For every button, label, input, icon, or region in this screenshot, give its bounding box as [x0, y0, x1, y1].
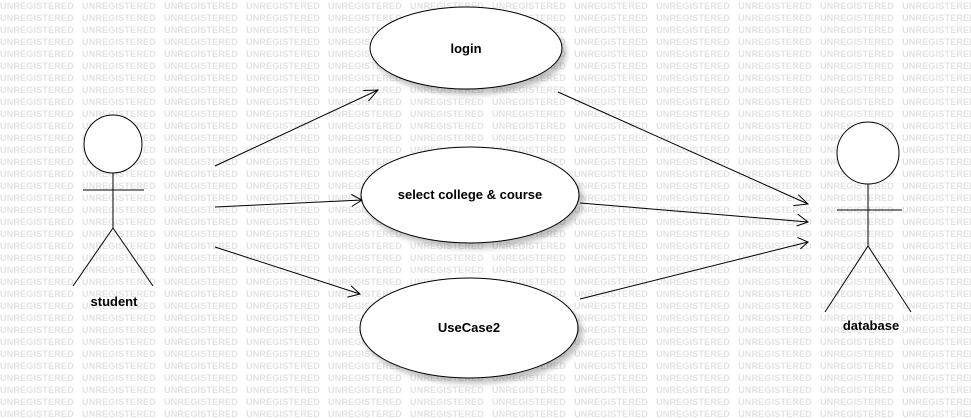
arrow-student-to-usecase2[interactable] [214, 246, 362, 298]
student-right-leg [112, 227, 154, 287]
arrow-login-to-database[interactable] [557, 91, 810, 207]
login-ellipse [369, 6, 563, 90]
select-college-label: select college & course [398, 187, 543, 202]
associations [214, 89, 810, 300]
database-left-leg [824, 245, 869, 313]
arrow-select-college-to-database[interactable] [579, 202, 810, 227]
student-label: student [91, 294, 139, 309]
arrow-usecase2-to-database[interactable] [579, 236, 809, 300]
database-head [836, 121, 900, 185]
database-label: database [843, 318, 899, 333]
student-left-leg [72, 227, 114, 287]
student-actor[interactable]: student [72, 114, 154, 309]
use-case-usecase2[interactable]: UseCase2 [359, 277, 579, 379]
use-case-select-college-course[interactable]: select college & course [360, 146, 580, 244]
arrow-student-to-select-college[interactable] [214, 194, 364, 208]
arrow-student-to-login[interactable] [214, 89, 380, 167]
login-label: login [450, 41, 481, 56]
student-head [83, 114, 143, 174]
database-actor[interactable]: database [824, 121, 912, 333]
usecase2-label: UseCase2 [438, 320, 500, 335]
database-right-leg [867, 245, 912, 313]
usecase2-ellipse [359, 277, 579, 379]
use-case-login[interactable]: login [369, 6, 563, 90]
select-college-ellipse [360, 146, 580, 244]
